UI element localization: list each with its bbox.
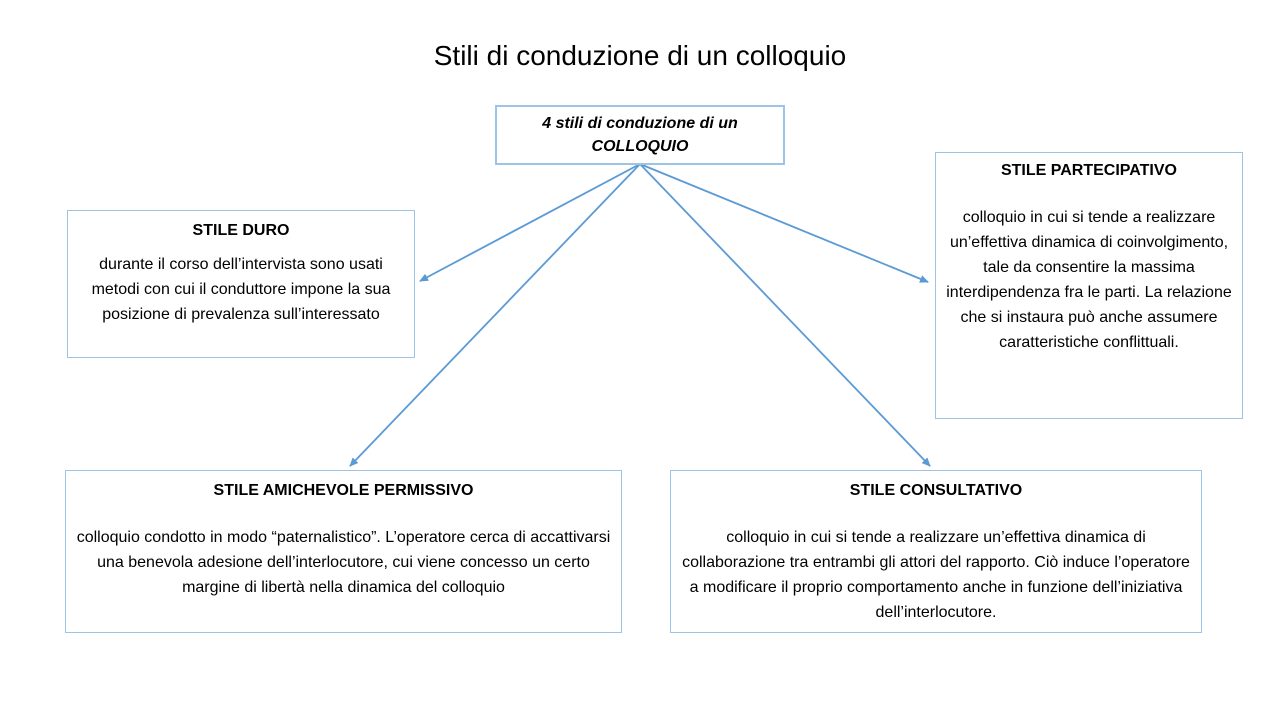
node-stile-partecipativo-heading: STILE PARTECIPATIVO [1000,162,1177,179]
node-stile-duro: STILE DURO durante il corso dell’intervi… [67,210,415,358]
node-stile-duro-heading: STILE DURO [192,222,290,239]
node-root: 4 stili di conduzione di un COLLOQUIO [495,105,785,165]
node-stile-consultativo-heading: STILE CONSULTATIVO [849,482,1023,499]
node-root-label: 4 stili di conduzione di un COLLOQUIO [542,115,738,155]
node-stile-partecipativo: STILE PARTECIPATIVO colloquio in cui si … [935,152,1243,419]
node-stile-amichevole-permissivo: STILE AMICHEVOLE PERMISSIVO colloquio co… [65,470,622,633]
node-stile-amichevole-permissivo-body: colloquio condotto in modo “paternalisti… [76,529,611,596]
node-stile-amichevole-permissivo-heading: STILE AMICHEVOLE PERMISSIVO [213,482,474,499]
arrow-to-stile-duro [419,163,641,282]
arrow-to-stile-partecipativo [639,163,929,283]
node-stile-consultativo-body: colloquio in cui si tende a realizzare u… [682,529,1190,621]
node-stile-consultativo: STILE CONSULTATIVO colloquio in cui si t… [670,470,1202,633]
node-stile-duro-body: durante il corso dell’intervista sono us… [91,256,391,323]
arrow-to-stile-consultativo [639,163,931,467]
node-stile-partecipativo-body: colloquio in cui si tende a realizzare u… [946,209,1232,351]
slide-title: Stili di conduzione di un colloquio [433,40,847,71]
